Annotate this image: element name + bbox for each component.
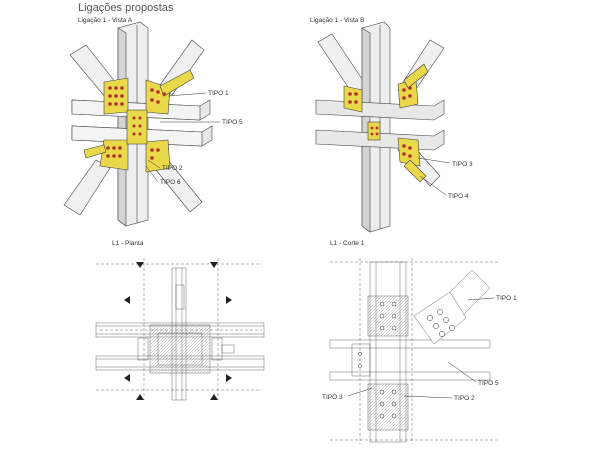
callout-section-tipo-3: TIPO 3 [322,394,343,401]
callout-view-b-tipo-3: TIPO 3 [452,161,473,168]
view-a-drawing [63,21,213,227]
view-b-label: Ligação 1 - Vista B [310,17,365,24]
page-title: Ligações propostas [78,2,174,14]
view-a-bolts [106,86,166,160]
view-b-drawing [315,21,445,233]
view-b-bolts [348,86,412,158]
section-leaders [347,297,495,399]
callout-view-a-tipo-1: TIPO 1 [208,90,229,97]
callout-section-tipo-5: TIPO 5 [478,380,499,387]
callout-view-a-tipo-6: TIPO 6 [160,179,181,186]
view-b-leaders [417,157,451,196]
callout-view-b-tipo-4: TIPO 4 [448,193,469,200]
section-bolts [358,301,455,419]
callout-view-a-tipo-2: TIPO 2 [162,165,183,172]
view-a-label: Ligação 1 - Vista A [78,17,133,24]
section-drawing [329,258,500,444]
callout-section-tipo-2: TIPO 2 [454,395,475,402]
section-label: L1 - Corte 1 [330,240,365,247]
view-a-leaders [145,92,220,183]
plan-label: L1 - Planta [112,240,144,247]
plan-section-markers [124,262,232,400]
plan-drawing [95,258,265,401]
callout-view-a-tipo-5: TIPO 5 [222,119,243,126]
callout-section-tipo-1: TIPO 1 [496,295,517,302]
